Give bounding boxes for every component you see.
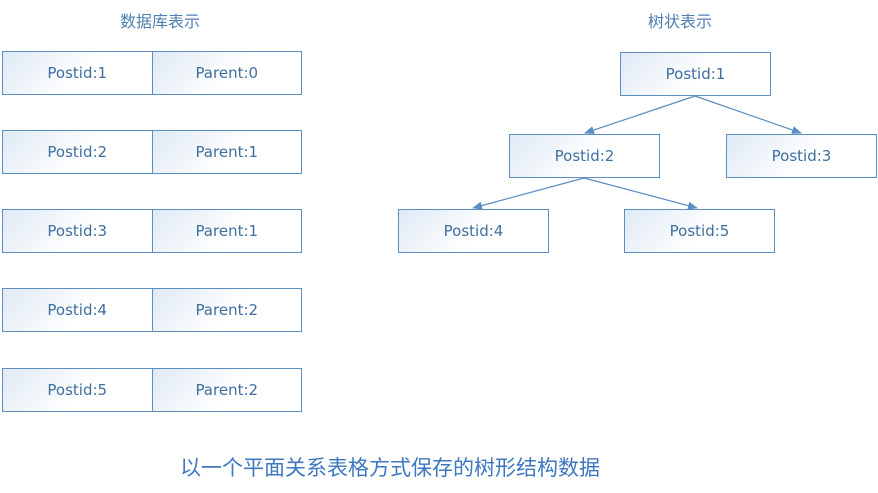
db-cell-postid: Postid:1: [3, 52, 153, 94]
db-cell-postid: Postid:5: [3, 369, 153, 411]
tree-representation-heading: 树状表示: [647, 12, 712, 31]
db-row: Postid:2 Parent:1: [2, 130, 302, 174]
db-cell-postid: Postid:4: [3, 289, 153, 331]
db-row: Postid:1 Parent:0: [2, 51, 302, 95]
db-row: Postid:3 Parent:1: [2, 209, 302, 253]
db-cell-parent: Parent:1: [152, 210, 301, 252]
tree-node-postid-1: Postid:1: [620, 52, 771, 96]
db-cell-postid: Postid:2: [3, 131, 153, 173]
tree-node-postid-2: Postid:2: [509, 134, 660, 178]
tree-node-postid-3: Postid:3: [726, 134, 877, 178]
db-row: Postid:4 Parent:2: [2, 288, 302, 332]
db-cell-parent: Parent:2: [152, 369, 301, 411]
edge-n2-n4: [472, 177, 585, 210]
tree-node-postid-5: Postid:5: [624, 209, 775, 253]
db-cell-parent: Parent:0: [152, 52, 301, 94]
db-cell-parent: Parent:2: [152, 289, 301, 331]
db-cell-postid: Postid:3: [3, 210, 153, 252]
db-cell-parent: Parent:1: [152, 131, 301, 173]
database-representation-heading: 数据库表示: [119, 12, 200, 31]
edge-n2-n5: [583, 177, 698, 210]
diagram-caption: 以一个平面关系表格方式保存的树形结构数据: [180, 456, 600, 480]
edge-n1-n3: [694, 95, 802, 134]
edge-n1-n2: [584, 95, 696, 134]
db-row: Postid:5 Parent:2: [2, 368, 302, 412]
tree-node-postid-4: Postid:4: [398, 209, 549, 253]
